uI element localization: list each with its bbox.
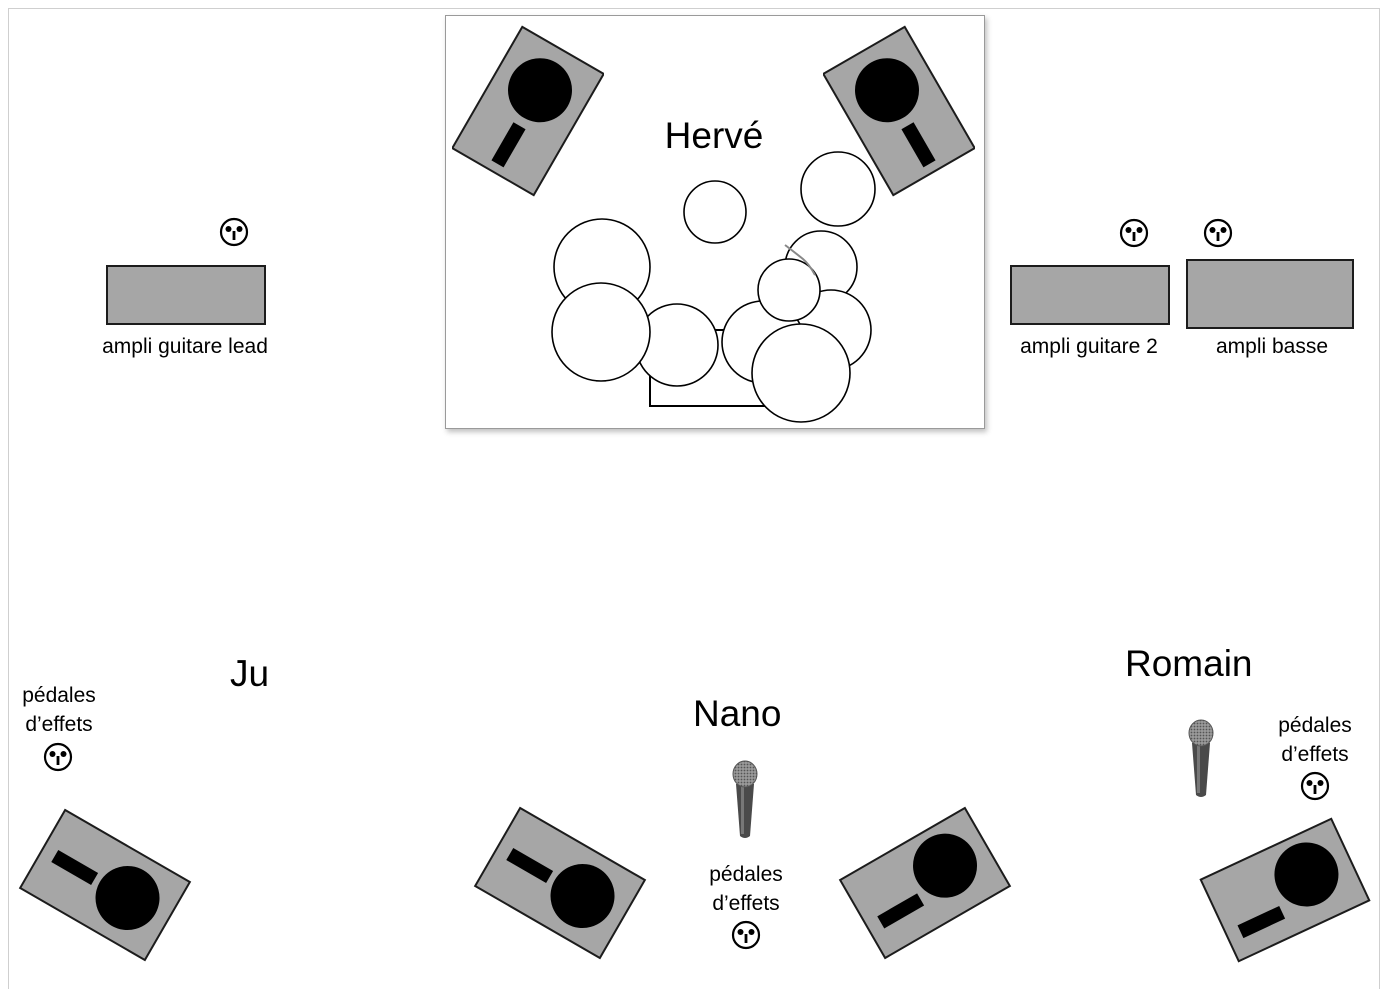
monitor-wedge-nano-right	[838, 806, 1012, 960]
power-outlet-icon	[219, 217, 249, 247]
power-outlet-icon	[731, 920, 761, 950]
musician-name-ju: Ju	[230, 653, 270, 694]
amp-bass	[1186, 259, 1354, 329]
monitor-wedge-romain	[1199, 817, 1371, 963]
drummer-monitor-wedge-right	[823, 25, 975, 197]
power-outlet-icon	[1119, 218, 1149, 248]
amp-bass-label: ampli basse	[1215, 335, 1329, 358]
drummer-name: Hervé	[664, 115, 764, 156]
musician-name-romain: Romain	[1125, 643, 1253, 684]
pedals-label-ju: pédales d’effets	[22, 684, 96, 736]
musician-name-nano: Nano	[693, 693, 782, 734]
pedals-label-nano: pédales d’effets	[709, 863, 783, 915]
amp-guitar-2	[1010, 265, 1170, 325]
monitor-wedge-ju	[18, 808, 192, 962]
drum-kit	[551, 151, 876, 423]
amp-guitar-lead-label: ampli guitare lead	[102, 335, 268, 358]
power-outlet-icon	[1300, 771, 1330, 801]
amp-guitar-2-label: ampli guitare 2	[1020, 335, 1158, 358]
power-outlet-icon	[1203, 218, 1233, 248]
amp-guitar-lead	[106, 265, 266, 325]
monitor-wedge-nano-left	[473, 806, 647, 960]
drummer-monitor-wedge-left	[452, 25, 604, 197]
power-outlet-icon	[43, 742, 73, 772]
pedals-label-romain: pédales d’effets	[1278, 714, 1352, 766]
microphone-icon	[732, 760, 758, 838]
microphone-icon	[1188, 719, 1214, 797]
